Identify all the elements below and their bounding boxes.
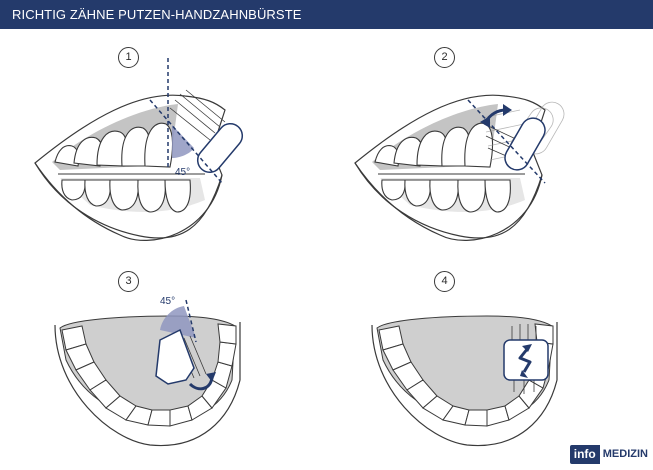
logo-info-part: info <box>569 445 600 464</box>
infomedizin-logo: info MEDIZIN <box>569 445 648 464</box>
toothbrush-head <box>504 117 546 171</box>
lower-teeth <box>61 179 191 213</box>
logo-medizin-part: MEDIZIN <box>602 448 648 460</box>
angle-indicator <box>160 306 196 338</box>
step-2-badge: 2 <box>434 47 455 68</box>
toothbrush-head <box>155 328 195 385</box>
step-3-angle-label: 45° <box>160 296 175 307</box>
step-4-badge: 4 <box>434 271 455 292</box>
step-1-angle-label: 45° <box>175 167 190 178</box>
motion-arrow <box>518 347 532 373</box>
step-1-badge: 1 <box>118 47 139 68</box>
page-header: RICHTIG ZÄHNE PUTZEN-HANDZAHNBÜRSTE <box>0 0 653 29</box>
upper-teeth <box>54 122 174 168</box>
lower-arch-teeth <box>61 323 237 427</box>
angle-indicator <box>172 125 194 158</box>
step-3-badge: 3 <box>118 271 139 292</box>
page-title: RICHTIG ZÄHNE PUTZEN-HANDZAHNBÜRSTE <box>12 7 302 22</box>
toothbrush-head <box>196 122 244 174</box>
